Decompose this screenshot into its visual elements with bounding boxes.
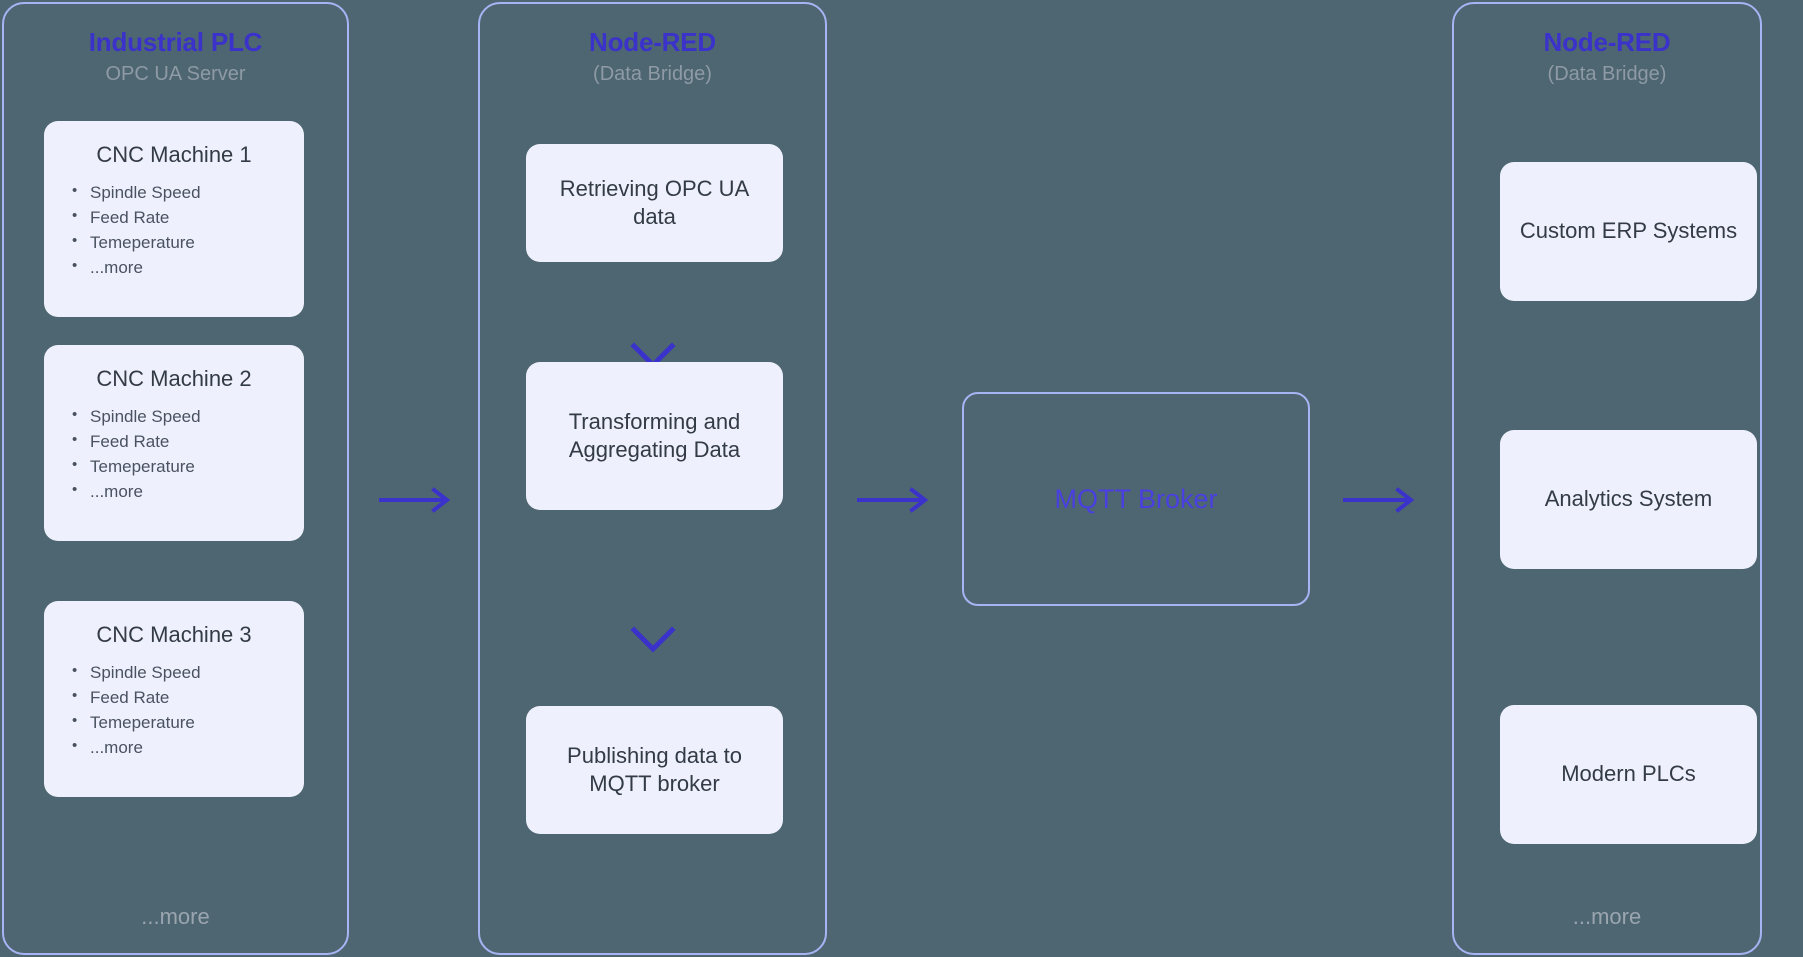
panel-header-industrial-plc: Industrial PLC OPC UA Server [4,26,347,87]
list-item: Temeperature [72,230,286,256]
list-item: Spindle Speed [72,180,286,206]
card-title-cnc-machine-2: CNC Machine 2 [96,366,252,391]
list-item: ...more [72,735,286,761]
more-label-consumers[interactable]: ...more [1572,904,1642,929]
card-cnc-machine-1[interactable]: CNC Machine 1 Spindle Speed Feed Rate Te… [44,121,304,317]
card-custom-erp-systems[interactable]: Custom ERP Systems [1500,162,1757,301]
card-publishing-data-to-mqtt-broker[interactable]: Publishing data to MQTT broker [526,706,783,834]
list-item: Feed Rate [72,685,286,711]
panel-subtitle-node-red: (Data Bridge) [593,62,712,85]
panel-title-node-red-consumers: Node-RED [1543,27,1671,57]
list-item: Feed Rate [72,429,286,455]
list-item: Spindle Speed [72,660,286,686]
panel-title-industrial-plc: Industrial PLC [88,27,263,57]
list-item: Spindle Speed [72,404,286,430]
list-item: Temeperature [72,454,286,480]
panel-subtitle-industrial-plc: OPC UA Server [105,62,246,85]
card-cnc-machine-2[interactable]: CNC Machine 2 Spindle Speed Feed Rate Te… [44,345,304,541]
arrow-plc-to-nodered-icon [378,487,454,513]
node-mqtt-broker[interactable]: MQTT Broker [962,392,1310,606]
card-modern-plcs[interactable]: Modern PLCs [1500,705,1757,844]
metric-list-cnc-machine-1: Spindle Speed Feed Rate Temeperature ...… [72,180,286,281]
list-item: Feed Rate [72,205,286,231]
metric-list-cnc-machine-2: Spindle Speed Feed Rate Temeperature ...… [72,404,286,505]
list-item: ...more [72,255,286,281]
card-title-cnc-machine-1: CNC Machine 1 [96,142,252,167]
card-label: Retrieving OPC UA data [559,175,750,229]
arrow-nodered-to-broker-icon [856,487,932,513]
mqtt-broker-label: MQTT Broker [1054,483,1218,514]
card-cnc-machine-3[interactable]: CNC Machine 3 Spindle Speed Feed Rate Te… [44,601,304,797]
card-label: Modern PLCs [1561,761,1696,787]
card-title-cnc-machine-3: CNC Machine 3 [96,622,252,647]
card-analytics-system[interactable]: Analytics System [1500,430,1757,569]
card-retrieving-opc-ua-data[interactable]: Retrieving OPC UA data [526,144,783,262]
list-item: ...more [72,479,286,505]
card-transforming-and-aggregating-data[interactable]: Transforming and Aggregating Data [526,362,783,510]
panel-title-node-red: Node-RED [589,27,716,57]
more-label-industrial-plc[interactable]: ...more [141,904,210,929]
card-label: Transforming and Aggregating Data [568,408,741,462]
metric-list-cnc-machine-3: Spindle Speed Feed Rate Temeperature ...… [72,660,286,761]
list-item: Temeperature [72,710,286,736]
card-label: Publishing data to MQTT broker [567,742,742,796]
panel-subtitle-node-red-consumers: (Data Bridge) [1547,62,1667,85]
card-label: Custom ERP Systems [1519,218,1738,244]
arrow-broker-to-consumer-icon [1342,487,1418,513]
panel-header-node-red: Node-RED (Data Bridge) [480,26,825,87]
card-label: Analytics System [1544,486,1713,512]
panel-header-node-red-consumers: Node-RED (Data Bridge) [1454,26,1760,87]
